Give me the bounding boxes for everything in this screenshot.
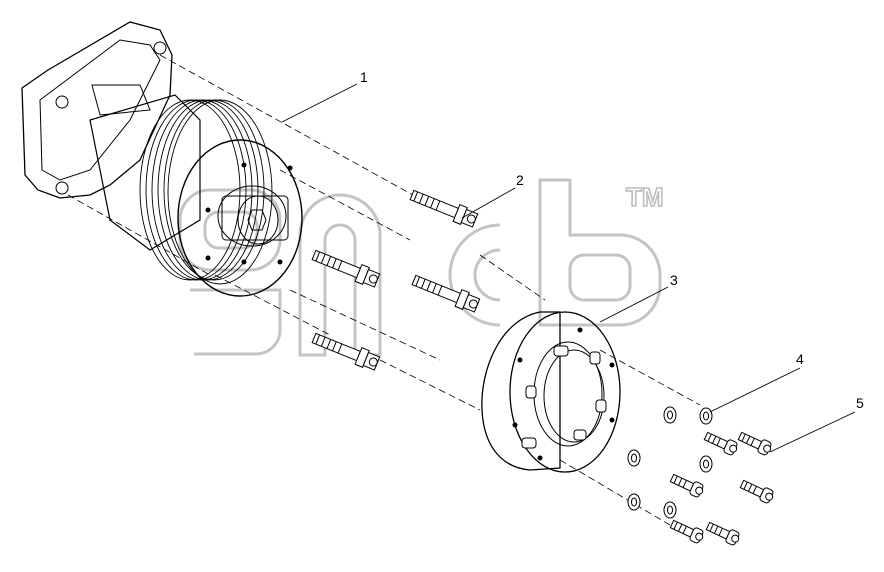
callout-3: 3 (670, 272, 678, 288)
callout-2: 2 (516, 172, 524, 188)
long-bolts (311, 189, 481, 371)
callout-4: 4 (796, 351, 804, 367)
spacer-ring (481, 311, 621, 473)
assembly-centerlines (67, 54, 701, 526)
callout-1: 1 (360, 69, 368, 85)
washers (627, 406, 713, 519)
socket-head-screws (669, 431, 774, 546)
watermark-logo (178, 178, 662, 357)
fan-drive-assembly (21, 21, 303, 297)
callout-5: 5 (856, 395, 864, 411)
leader-lines (281, 83, 856, 453)
watermark-trademark: TM (626, 182, 664, 212)
